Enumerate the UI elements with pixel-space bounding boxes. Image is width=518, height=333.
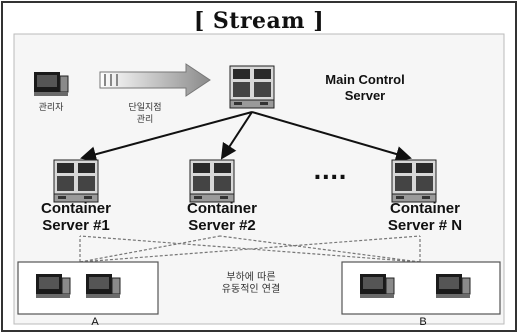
arrow-label: 단일지점 관리 (128, 103, 162, 125)
main-control-server-icon (229, 65, 275, 109)
client-a2-computer-icon (85, 273, 121, 299)
client-group-b-label: B (419, 316, 427, 328)
connection-label: 부하에 따른 유동적인 연결 (221, 272, 281, 295)
client-b1-computer-icon (359, 273, 395, 299)
main-control-server-label: Main Control Server (325, 72, 405, 103)
container-server-n-label: Container Server # N (387, 200, 463, 234)
dynamic-connection-lines (79, 235, 421, 263)
arrow-to-container-2 (220, 111, 253, 160)
admin-computer-icon (33, 71, 69, 97)
ellipsis-text: .... (313, 160, 347, 185)
admin-label: 관리자 (38, 103, 64, 113)
container-server-2-label: Container Server #2 (186, 200, 257, 234)
client-b2-computer-icon (435, 273, 471, 299)
container-server-1-label: Container Server #1 (40, 200, 111, 234)
arrow-to-container-n (251, 111, 412, 162)
container-server-2-icon (189, 159, 235, 203)
container-server-n-icon (391, 159, 437, 203)
arrow-to-container-1 (80, 111, 253, 163)
client-group-a-label: A (91, 316, 99, 328)
client-a1-computer-icon (35, 273, 71, 299)
diagram-title: [ Stream ] (193, 8, 325, 34)
container-server-1-icon (53, 159, 99, 203)
management-arrow-icon (99, 63, 211, 97)
